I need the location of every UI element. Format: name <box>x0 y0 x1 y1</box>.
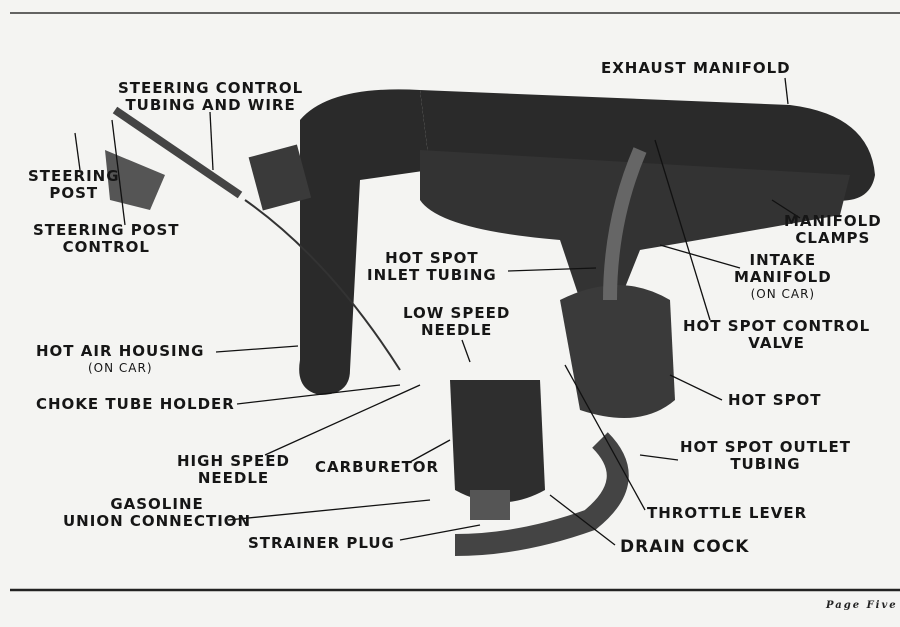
label-exhaust-manifold: EXHAUST MANIFOLD <box>601 59 791 77</box>
label-steering-post: STEERING POST <box>28 168 120 202</box>
label-hot-spot: HOT SPOT <box>728 391 822 409</box>
exhaust-manifold-drawing <box>248 89 875 556</box>
label-line: POST <box>49 184 99 202</box>
label-steering-post-control: STEERING POST CONTROL <box>33 222 180 256</box>
label-line: (ON CAR) <box>750 287 816 301</box>
label-line: CLAMPS <box>795 229 871 247</box>
label-high-speed-needle: HIGH SPEED NEEDLE <box>177 453 290 487</box>
label-line: INLET TUBING <box>367 266 497 284</box>
label-line: TUBING <box>730 455 801 473</box>
label-line: STEERING CONTROL <box>118 79 304 97</box>
label-line: NEEDLE <box>420 321 493 339</box>
label-line: TUBING AND WIRE <box>125 96 296 114</box>
label-carburetor: CARBURETOR <box>315 458 440 476</box>
label-hot-spot-control-valve: HOT SPOT CONTROL VALVE <box>683 318 870 352</box>
label-hot-spot-inlet-tubing: HOT SPOT INLET TUBING <box>367 250 497 284</box>
label-intake-manifold: INTAKE MANIFOLD (ON CAR) <box>734 252 832 303</box>
label-drain-cock: DRAIN COCK <box>620 537 750 557</box>
label-line: LOW SPEED <box>403 304 511 322</box>
label-line: NEEDLE <box>197 469 270 487</box>
label-line: INTAKE <box>749 251 817 269</box>
label-throttle-lever: THROTTLE LEVER <box>647 504 808 522</box>
label-gasoline-union-connection: GASOLINE UNION CONNECTION <box>63 496 251 530</box>
label-line: MANIFOLD <box>734 268 832 286</box>
label-strainer-plug: STRAINER PLUG <box>248 534 395 552</box>
label-hot-spot-outlet-tubing: HOT SPOT OUTLET TUBING <box>680 439 851 473</box>
label-low-speed-needle: LOW SPEED NEEDLE <box>403 305 510 339</box>
label-line: UNION CONNECTION <box>63 512 252 530</box>
leader-lines <box>74 77 801 546</box>
label-line: GASOLINE <box>110 495 204 513</box>
label-hot-air-housing: HOT AIR HOUSING (ON CAR) <box>36 343 204 377</box>
label-line: CONTROL <box>62 238 150 256</box>
label-line: HOT SPOT CONTROL <box>683 317 871 335</box>
label-line: HOT SPOT <box>385 249 479 267</box>
label-choke-tube-holder: CHOKE TUBE HOLDER <box>36 395 235 413</box>
label-line: VALVE <box>748 334 805 352</box>
label-line: MANIFOLD <box>784 212 882 230</box>
page-number: Page Five <box>826 600 898 611</box>
label-line: HOT AIR HOUSING <box>36 342 205 360</box>
label-line: (ON CAR) <box>87 361 153 375</box>
label-line: HOT SPOT OUTLET <box>680 438 851 456</box>
steering-post-drawing <box>105 106 401 371</box>
label-line: STEERING <box>28 167 120 185</box>
label-manifold-clamps: MANIFOLD CLAMPS <box>784 213 882 247</box>
label-line: STEERING POST <box>33 221 180 239</box>
label-steering-control-tubing: STEERING CONTROL TUBING AND WIRE <box>118 80 303 114</box>
label-line: HIGH SPEED <box>177 452 290 470</box>
